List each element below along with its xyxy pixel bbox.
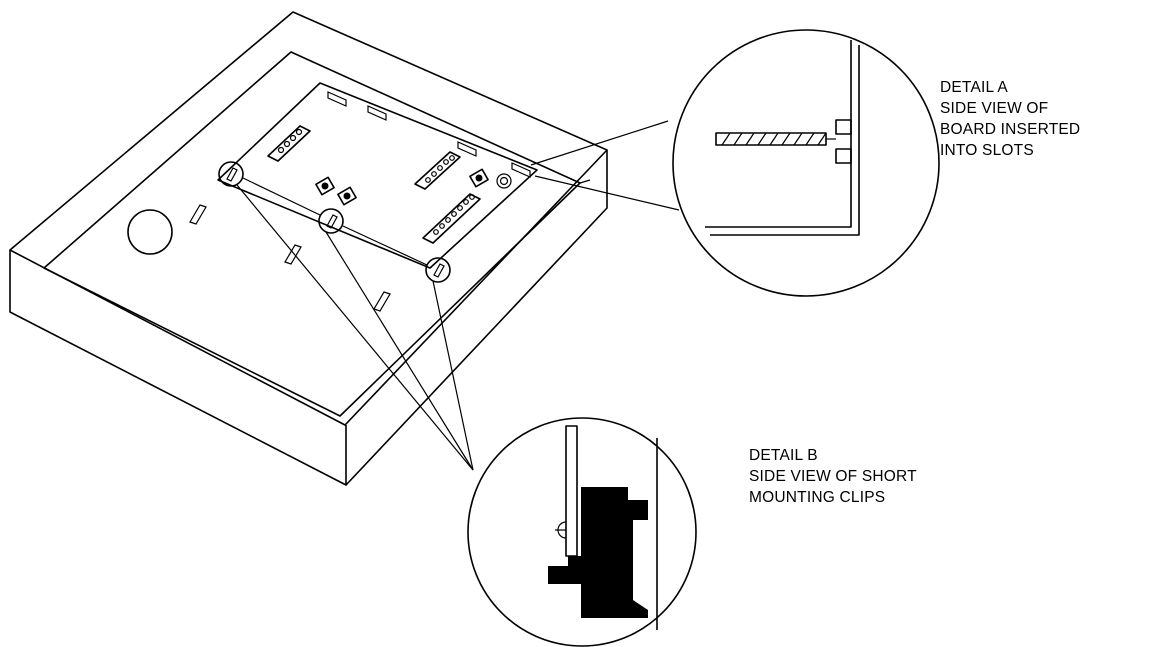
leader-lines [236, 120, 680, 471]
knockout-hole [127, 209, 173, 255]
board-hatching [721, 132, 827, 146]
detail-a-title: DETAIL A [940, 79, 1008, 96]
detail-a-line-1: SIDE VIEW OF [940, 100, 1049, 117]
detail-b-line-2: MOUNTING CLIPS [749, 489, 886, 506]
clip-slot-1 [189, 204, 207, 225]
circuit-board [217, 82, 538, 269]
clip-slot-3 [373, 291, 391, 312]
mounting-clip-callouts [218, 161, 451, 283]
detail-a-label: DETAIL A SIDE VIEW OF BOARD INSERTED INT… [940, 77, 1080, 161]
terminal-strip-2 [414, 151, 461, 190]
detail-a-view [672, 29, 940, 297]
terminal-strip-1 [267, 125, 311, 162]
detail-a-line-3: INTO SLOTS [940, 142, 1034, 159]
detail-b-line-1: SIDE VIEW OF SHORT [749, 468, 917, 485]
clip-slot-2 [284, 244, 302, 265]
clip-callout-1 [218, 161, 244, 187]
clip-callout-3 [425, 257, 451, 283]
enclosure-box [9, 11, 608, 486]
clip-callout-2 [318, 208, 344, 234]
board-components [315, 168, 512, 206]
detail-b-label: DETAIL B SIDE VIEW OF SHORT MOUNTING CLI… [749, 445, 917, 508]
enclosure-floor-features [127, 204, 391, 312]
detail-a-line-2: BOARD INSERTED [940, 121, 1081, 138]
detail-b-view [467, 417, 697, 647]
detail-b-title: DETAIL B [749, 447, 818, 464]
terminal-strip-3 [422, 193, 481, 244]
